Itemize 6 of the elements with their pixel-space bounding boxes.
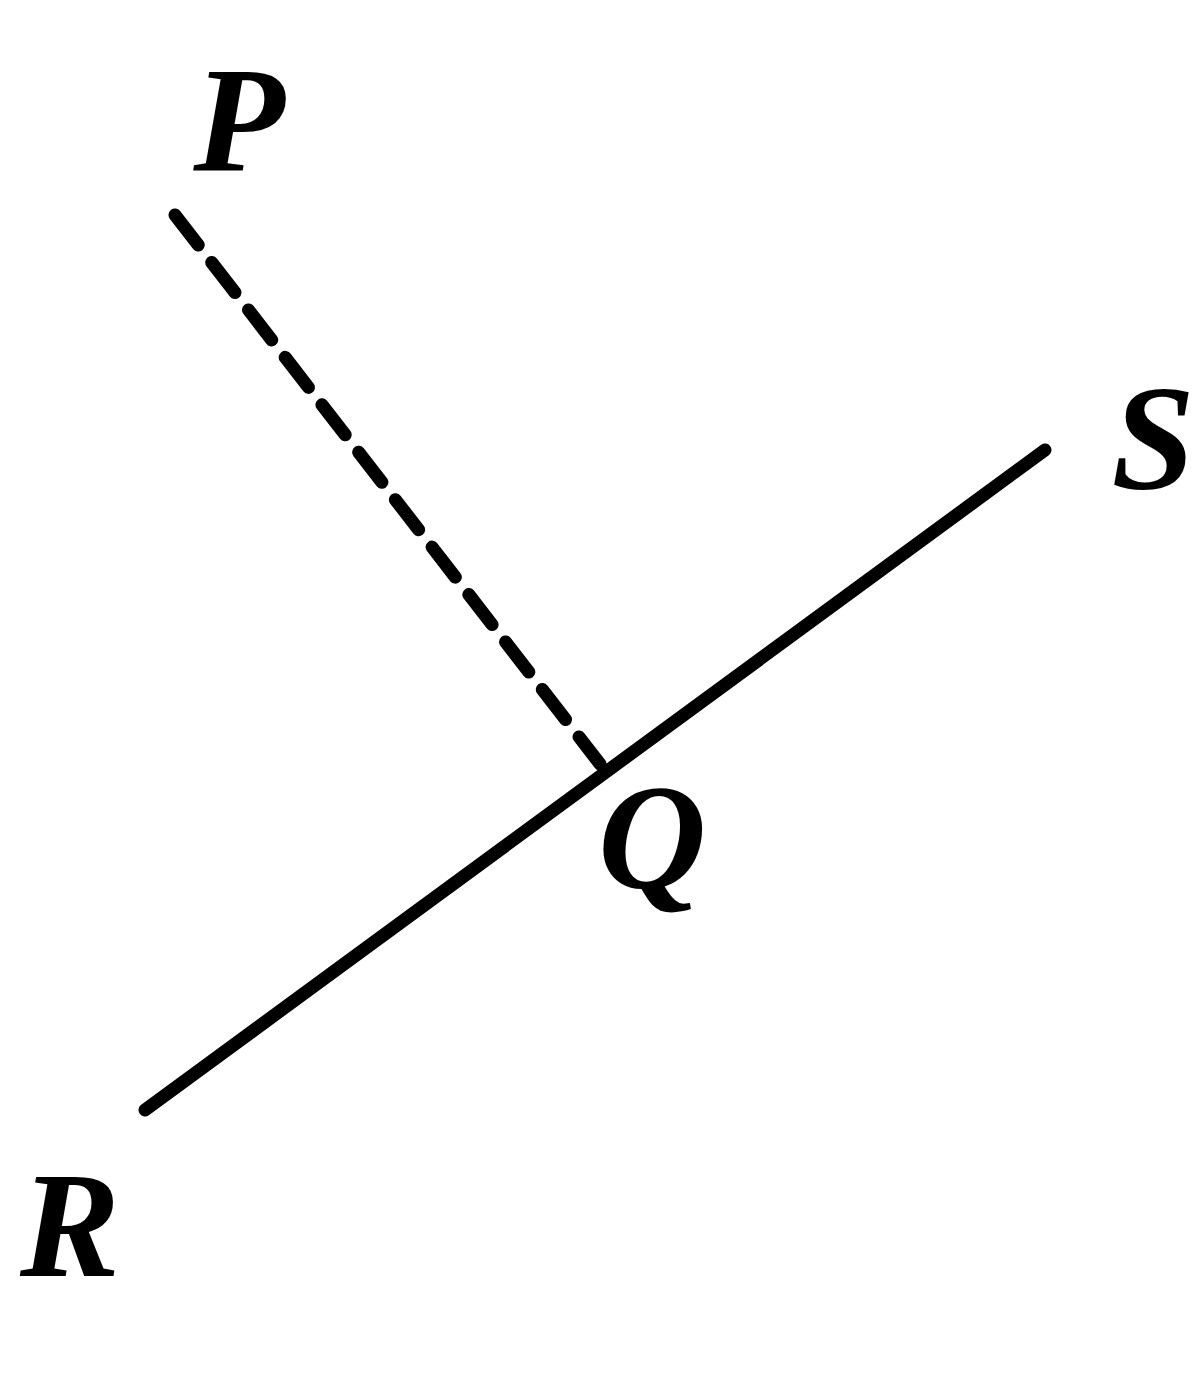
point-label: P: [193, 45, 285, 195]
point-label: R: [20, 1150, 121, 1300]
line-segment: [138, 443, 1052, 1117]
point-label: Q: [598, 762, 707, 912]
point-label: S: [1111, 362, 1195, 513]
dashed-line: [168, 208, 607, 771]
